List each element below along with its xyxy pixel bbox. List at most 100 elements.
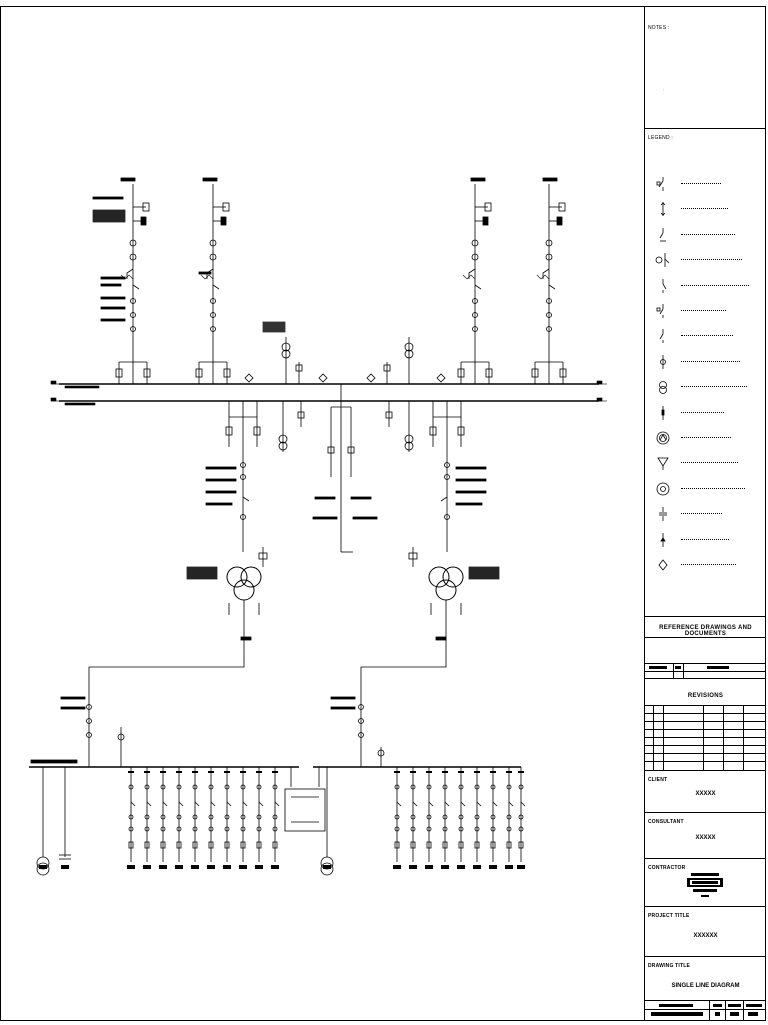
drawing-title-section: DRAWING TITLE SINGLE LINE DIAGRAM [645,957,766,1001]
feeder-tag [143,865,151,869]
surge-arrester-icon [661,405,665,420]
drawing-sheet: NOTES : · LEGEND : REFERENCE DRAWINGS AN… [0,6,766,1021]
mv-feeder [208,767,216,862]
revision-row-line [645,753,766,754]
revisions-section: REVISIONS [645,679,766,771]
mv-feeder [144,767,152,862]
client-name: XXXXX [695,791,716,797]
revisions-heading: REVISIONS [687,693,724,699]
legend-item-text [681,487,745,490]
feeder-tag [457,865,465,869]
legend-item [651,431,763,445]
earthing-switch-icon [659,329,664,344]
contractor-section: CONTRACTOR [645,859,766,907]
transformer-bay-left [186,401,268,657]
revision-col-line [743,705,744,771]
legend-item-text [681,411,724,414]
legend-label: LEGEND : [648,135,673,141]
revision-row-line [645,737,766,738]
legend-item-text [681,208,728,210]
busbar-end-tags [50,380,607,406]
legend-section: LEGEND : [645,129,766,617]
feeder-tag-boxes [39,865,525,869]
high-speed-earthing-switch-icon [655,253,670,268]
mv-feeder [256,767,264,862]
mv-feeder [272,767,280,862]
contractor-logo-icon [687,873,723,897]
mv-feeder [394,767,402,862]
legend-item [651,380,763,395]
legend-item-text [681,310,726,312]
legend-item [651,482,763,496]
legend-item-text [681,513,722,515]
legend-item [651,227,763,242]
legend-item [651,456,763,471]
reference-col-header [649,666,667,669]
revision-col-line [723,705,724,771]
reference-rule [645,671,766,672]
consultant-name: XXXXX [695,835,716,841]
revision-row-line [645,721,766,722]
revision-row-line [645,761,766,762]
legend-item-text [681,259,742,261]
drawing-title-label: DRAWING TITLE [648,963,691,969]
rev-no-value [715,1012,720,1016]
feeder-tag [409,865,417,869]
reference-rule [645,663,766,664]
reference-col-header [675,666,681,669]
feeder-tag [473,865,481,869]
mv-feeder [224,767,232,862]
mv-feeder [474,767,482,862]
consultant-label: CONSULTANT [648,819,684,825]
legend-item [651,253,763,268]
number-strip-rule [709,1001,710,1020]
contractor-label: CONTRACTOR [648,865,686,871]
cable-sealing-end-icon [660,532,666,547]
legend-item [651,405,763,420]
reference-drawings-heading: REFERENCE DRAWINGS AND DOCUMENTS [659,625,752,637]
reference-drawings-section: REFERENCE DRAWINGS AND DOCUMENTS [645,617,766,679]
number-strip-rule [725,1001,726,1020]
feeder-tag [61,865,69,869]
motorized-isolator-switch-icon [656,304,664,318]
legend-item-text [681,462,738,464]
feeder-tag [517,865,525,869]
diagram-canvas [29,177,607,876]
revision-row-line [645,729,766,730]
feeder-tag [441,865,449,869]
revision-row-line [645,713,766,714]
mv-feeder [458,767,466,862]
manual-earthing-switch-icon [662,278,667,293]
feeder-tag [207,865,215,869]
mv-outgoing-feeders [128,767,526,862]
feeder-tag [239,865,247,869]
rev-no-header [713,1004,722,1007]
revision-col-line [703,705,704,771]
mv-feeder [192,767,200,862]
number-strip-rule [743,1001,744,1020]
current-transformer-icon [660,354,666,369]
legend-item-text [681,183,721,185]
legend-item [651,278,763,293]
vt-protective-fuse-icon [657,457,669,471]
mv-feeder [506,767,514,862]
mv-bus-section [284,767,326,832]
reference-rule [645,637,766,638]
power-transformer-icon [656,431,670,445]
feeder-tag [425,865,433,869]
feeder-tag [127,865,135,869]
revision-col-line [663,705,664,771]
mv-busbar-left [29,759,299,768]
legend-item-text [681,437,731,439]
single-line-diagram [1,7,644,1020]
legend-item [651,177,763,191]
motorized-earthing-switch-icon [659,227,666,242]
spark-gap-icon [658,559,668,571]
vt-bays-lower [278,401,414,452]
title-block: NOTES : · LEGEND : REFERENCE DRAWINGS AN… [644,7,766,1020]
reference-col-header [707,666,729,669]
scale-value [748,1012,758,1016]
feeder-tag [191,865,199,869]
notes-section: NOTES : · [645,7,766,129]
mv-feeder [240,767,248,862]
